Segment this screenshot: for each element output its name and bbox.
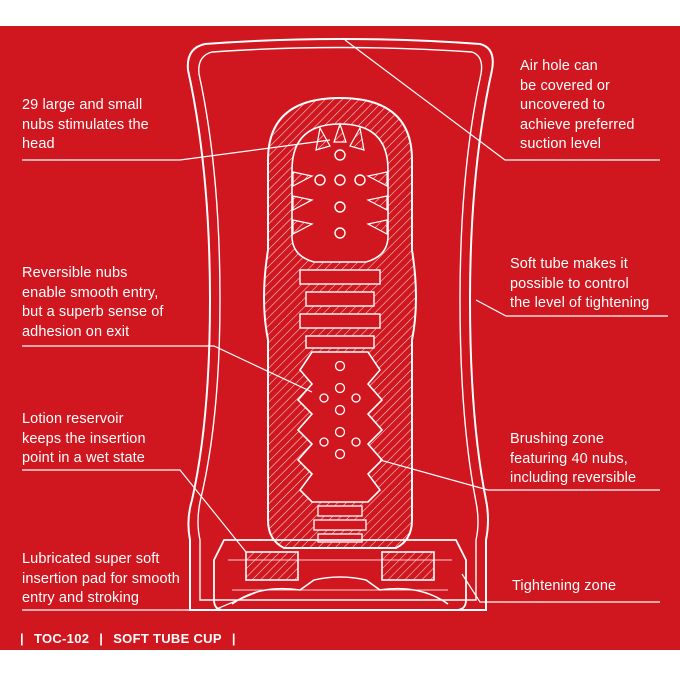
footer-separator-right: | <box>231 630 236 646</box>
outer-shell-outline <box>186 38 494 611</box>
callout-insertion-pad: Lubricated super soft insertion pad for … <box>22 551 180 606</box>
leader-air-hole <box>344 39 660 161</box>
leader-lines <box>22 39 668 611</box>
callout-soft-tube: Soft tube makes it possible to control t… <box>510 256 650 311</box>
leader-nubs-head <box>22 139 331 161</box>
callout-lotion-reservoir: Lotion reservoir keeps the insertion poi… <box>22 411 146 466</box>
neck-rings <box>299 269 381 349</box>
bottom-margin <box>0 650 680 680</box>
top-margin <box>0 0 680 26</box>
footer-separator-left: | <box>20 630 24 646</box>
head-nubs <box>292 122 388 235</box>
callout-tightening-zone: Tightening zone <box>512 578 617 594</box>
leader-lotion-reservoir <box>22 469 247 553</box>
leader-insertion-pad <box>22 589 263 611</box>
lotion-reservoir-ring <box>228 559 452 591</box>
head-holes <box>314 149 366 239</box>
leader-tightening-zone <box>461 573 660 603</box>
head-chamber <box>291 123 389 263</box>
insertion-pad-right <box>381 551 435 581</box>
callout-reversible-nubs: Reversible nubs enable smooth entry, but… <box>22 265 164 340</box>
footer-separator-middle: | <box>99 630 104 646</box>
footer-caption: | TOC-102 | SOFT TUBE CUP | <box>10 628 246 648</box>
callout-brushing-zone: Brushing zone featuring 40 nubs, includi… <box>510 431 637 486</box>
outer-shell-inner-outline <box>197 46 483 601</box>
callout-air-hole: Air hole can be covered or uncovered to … <box>520 58 635 152</box>
leader-brushing-zone <box>379 459 660 491</box>
leader-reversible-nubs <box>22 345 313 393</box>
brushing-zone-holes <box>319 360 361 460</box>
leader-soft-tube <box>475 299 668 317</box>
callout-nubs-head: 29 large and small nubs stimulates the h… <box>22 97 149 152</box>
insertion-pad-left <box>245 551 299 581</box>
bottom-rings <box>313 505 367 543</box>
footer-model: TOC-102 <box>33 630 90 646</box>
footer-product: SOFT TUBE CUP <box>113 630 222 646</box>
base-cap-outline <box>213 539 467 611</box>
